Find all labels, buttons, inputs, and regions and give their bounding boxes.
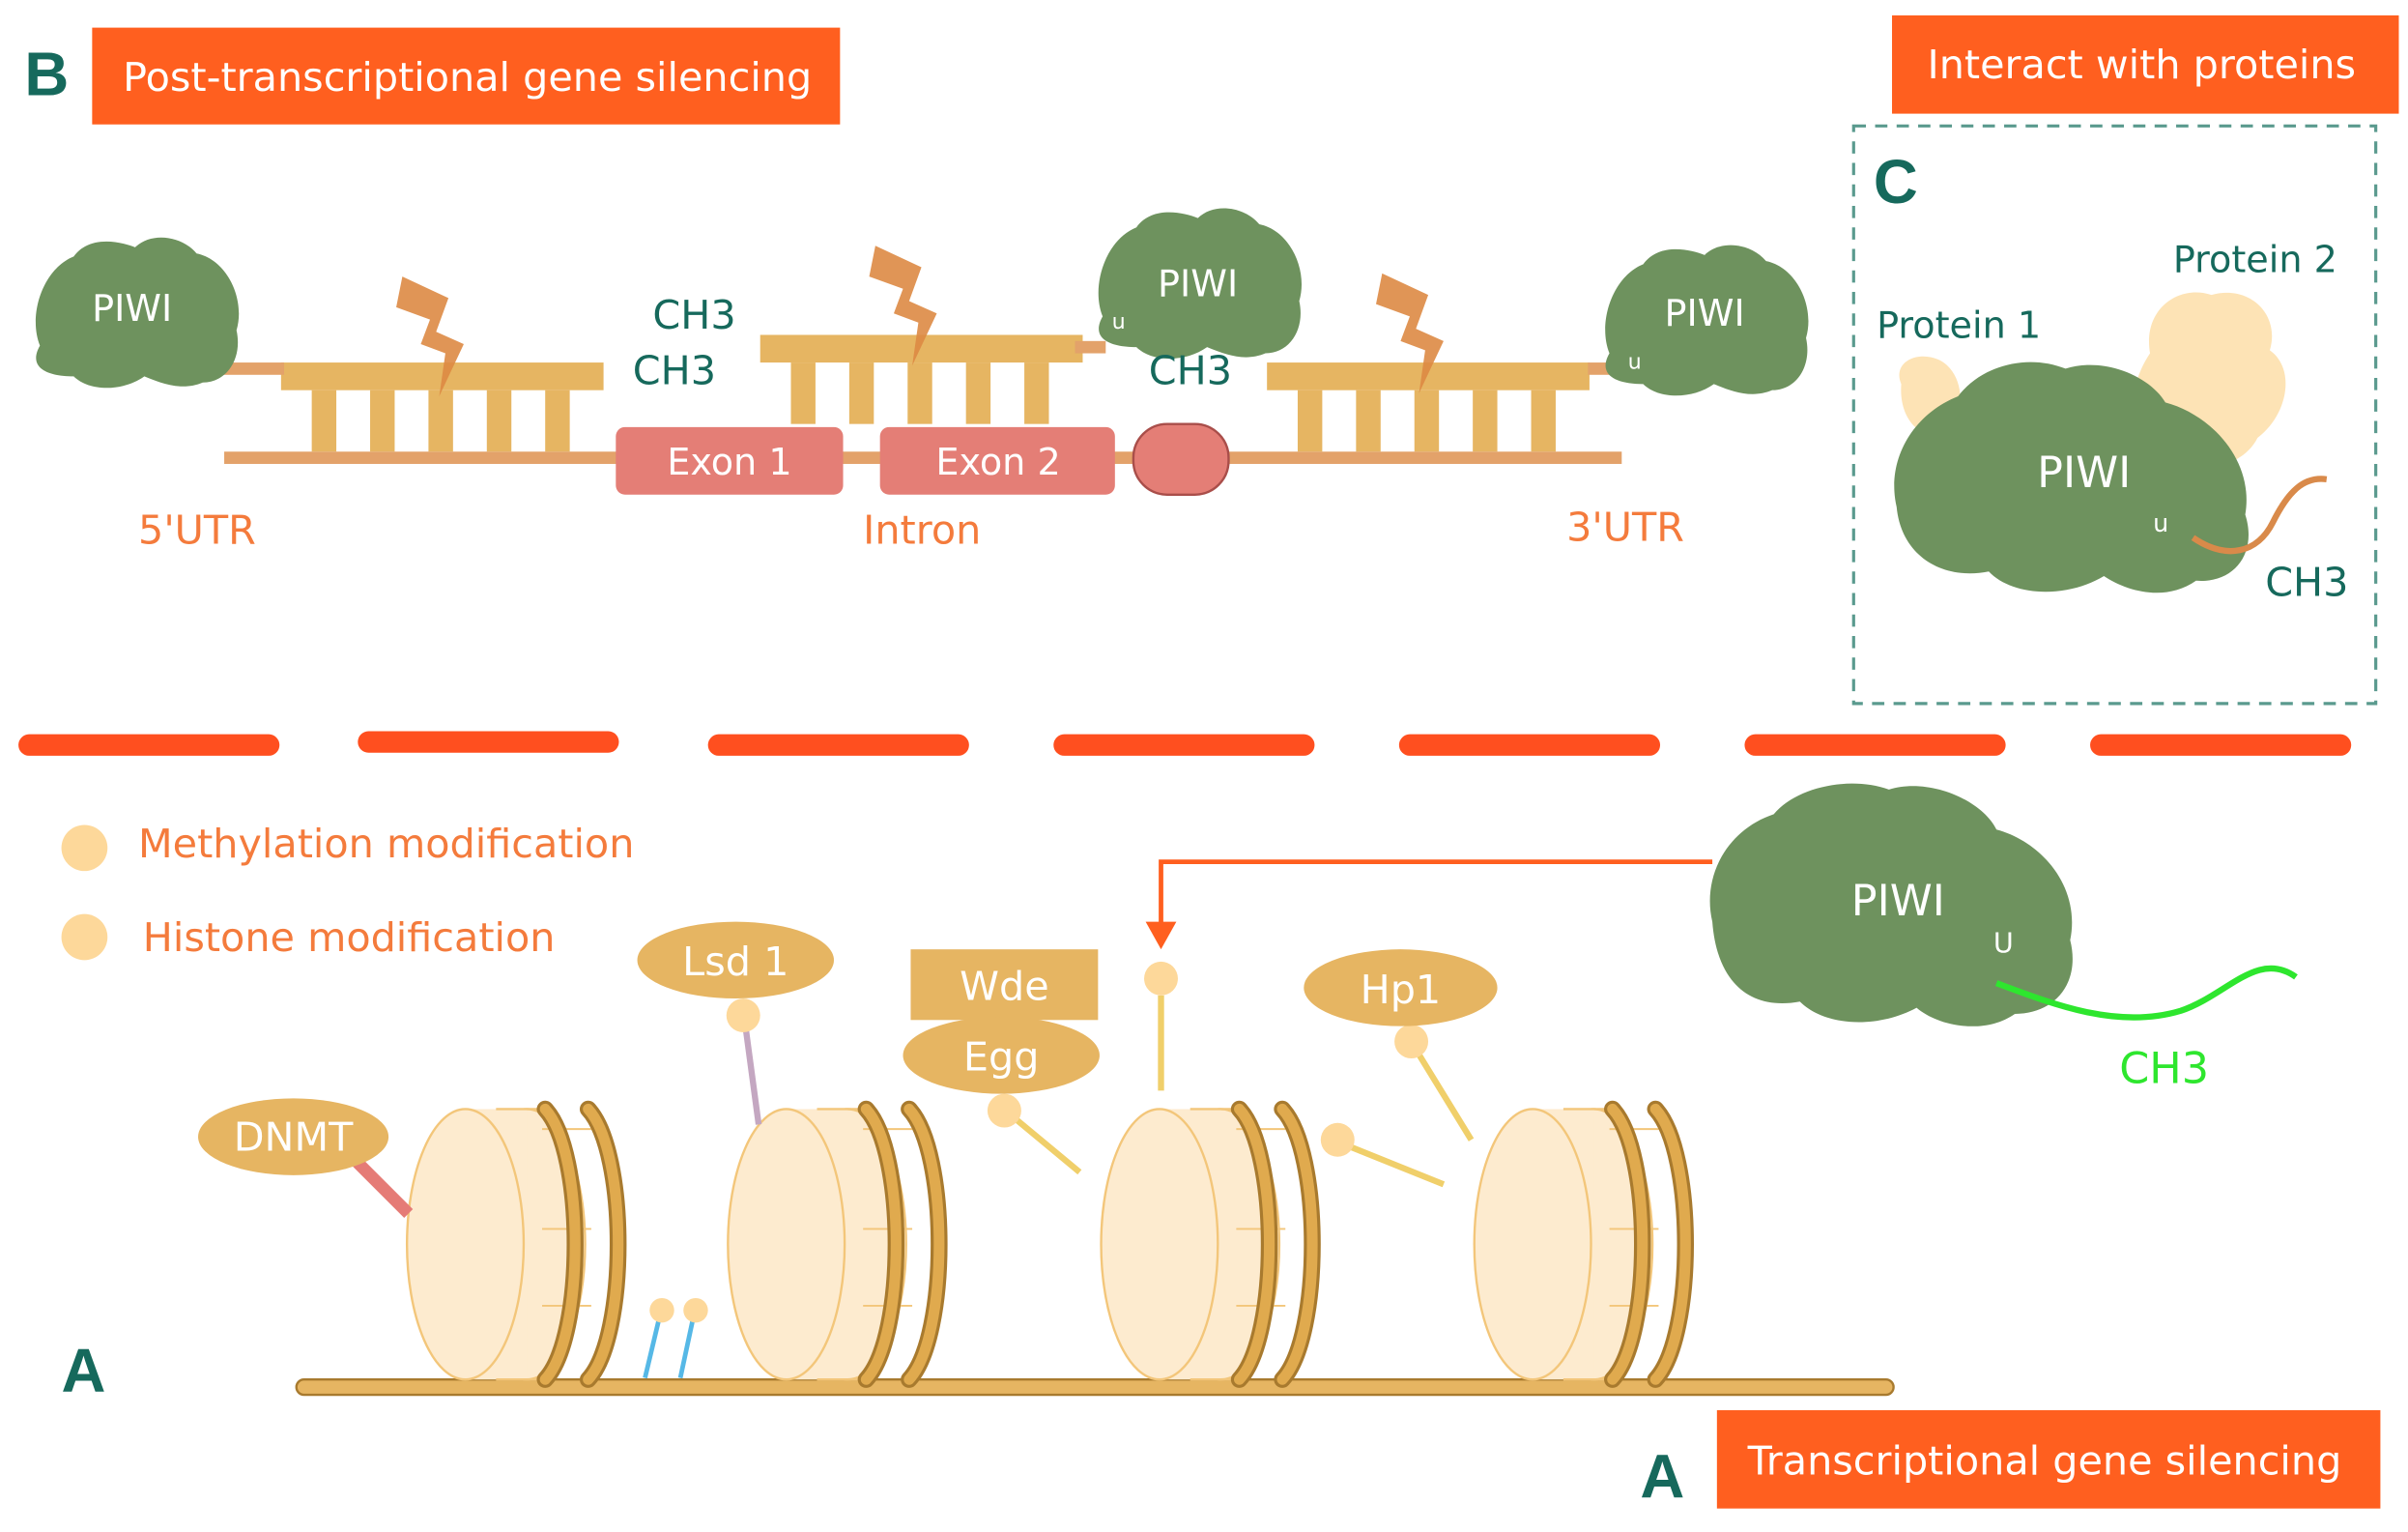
tail-pin-dot — [1320, 1122, 1355, 1157]
exon-2-label: Exon 2 — [935, 441, 1060, 483]
u-mark-a: U — [1993, 926, 2014, 959]
histone-legend-dot — [61, 913, 108, 961]
piwi-label-b-right: PIWI — [1665, 292, 1745, 334]
ch3-tail-a — [1994, 965, 2298, 1021]
piwi-connector-middle — [1075, 340, 1106, 354]
piwi-label-b-left: PIWI — [92, 287, 172, 330]
panel-c-banner-bg — [1892, 14, 2399, 114]
ch3-label-b-3: CH3 — [1149, 347, 1232, 393]
ch3-label-b-2: CH3 — [633, 347, 716, 393]
methyl-pin-1-stem — [643, 1313, 663, 1379]
tail-pin-stem — [1339, 1140, 1446, 1188]
exon-1-label: Exon 1 — [667, 441, 791, 483]
wde-label: Wde — [960, 964, 1049, 1010]
panel-c-banner: Interact with proteins — [1928, 42, 2356, 88]
pirna-duplex-middle — [760, 334, 1083, 424]
lsd1-stem — [741, 1021, 762, 1125]
ch3-label-c: CH3 — [2265, 560, 2348, 606]
u-mark-b-right: u — [1628, 349, 1642, 374]
panel-a-banner: Transcriptional gene silencing — [1747, 1438, 2342, 1485]
ch3-label-a: CH3 — [2119, 1044, 2209, 1093]
dnmt-link — [345, 1150, 414, 1219]
nucleosome-4 — [1475, 1109, 1686, 1379]
hp1-dot — [1394, 1025, 1429, 1059]
dnmt-ellipse — [198, 1098, 389, 1175]
piwi-label-a: PIWI — [1851, 877, 1945, 926]
legend-methylation: Methylation modification — [138, 821, 634, 867]
panel-c-dashed-box — [1851, 124, 2378, 706]
hp1-stem — [1410, 1043, 1475, 1142]
piwi-blob-c — [1894, 361, 2249, 593]
methyl-pin-2-stem — [677, 1313, 697, 1379]
panel-a-letter-left: A — [62, 1337, 106, 1405]
panel-b-banner: Post-transcriptional gene silencing — [123, 54, 812, 101]
wde-box — [910, 949, 1099, 1021]
u-mark-c: u — [2153, 508, 2168, 537]
protein-2-label: Protein 2 — [2173, 238, 2337, 280]
legend-box — [45, 806, 599, 984]
panel-b-banner-bg — [92, 27, 841, 125]
dnmt-label: DNMT — [234, 1113, 354, 1160]
pirna-duplex-right — [1267, 362, 1590, 452]
histone-pin-dot — [1144, 961, 1178, 996]
legend-histone: Histone modification — [143, 914, 556, 961]
panel-b-letter: B — [24, 41, 69, 109]
lsd1-dot — [726, 998, 760, 1033]
label-5utr: 5'UTR — [138, 507, 256, 554]
exon-1-box — [616, 426, 844, 495]
methyl-pin-1-dot — [649, 1297, 674, 1323]
lsd1-label: Lsd 1 — [682, 939, 788, 985]
piwi-blob-a — [1709, 783, 2073, 1026]
lsd1-ellipse — [637, 921, 834, 999]
hp1-label: Hp1 — [1361, 967, 1442, 1013]
label-intron: Intron — [863, 507, 981, 554]
egg-ellipse — [903, 1017, 1100, 1094]
panel-a-letter-right: A — [1640, 1443, 1684, 1512]
ch3-tail-c — [2191, 476, 2328, 555]
ch3-label-b-1: CH3 — [652, 292, 735, 338]
protein-1-label: Protein 1 — [1877, 304, 2041, 347]
exon-2-box — [879, 426, 1115, 495]
arrow-head — [1145, 921, 1177, 950]
cap-ellipse — [1132, 422, 1230, 496]
piwi-label-b-middle: PIWI — [1158, 263, 1238, 305]
nucleosome-1 — [407, 1109, 618, 1379]
panel-a-banner-bg — [1716, 1409, 2381, 1509]
egg-dot — [987, 1093, 1021, 1128]
methylation-legend-dot — [61, 824, 108, 872]
section-divider — [18, 731, 2352, 756]
label-3utr: 3'UTR — [1566, 504, 1684, 550]
methyl-pin-2-dot — [683, 1297, 708, 1323]
nucleosome-3 — [1102, 1109, 1313, 1379]
piwi-label-c: PIWI — [2037, 448, 2131, 498]
nucleosome-2 — [728, 1109, 939, 1379]
dna-strand — [295, 1377, 1895, 1397]
panel-c-letter: C — [1874, 148, 1918, 217]
egg-stem — [1005, 1110, 1082, 1175]
u-mark-b-middle: u — [1112, 309, 1126, 334]
hp1-ellipse — [1304, 949, 1498, 1026]
egg-label: Egg — [963, 1034, 1040, 1081]
piwi-targeting-arrow — [1159, 859, 1713, 925]
piwi-connector-left — [215, 362, 285, 375]
